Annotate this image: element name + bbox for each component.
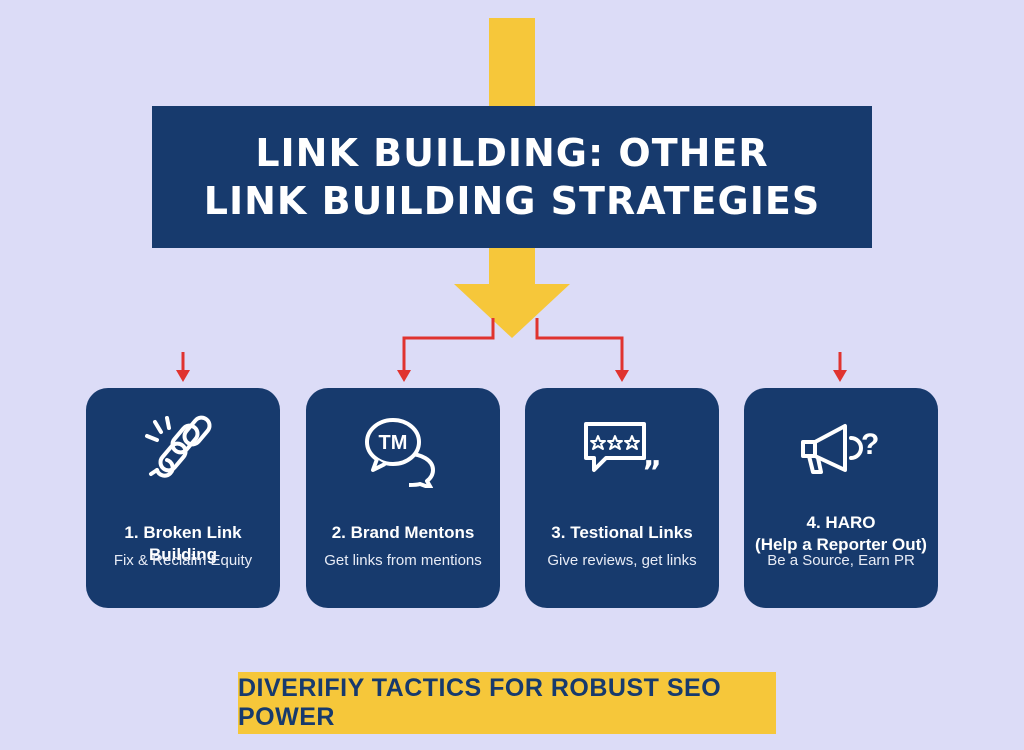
broken-chain-icon bbox=[86, 414, 280, 488]
footer-banner: DIVERIFIY TACTICS FOR ROBUST SEO POWER bbox=[238, 672, 776, 734]
title-line-2: LINK BUILDING STRATEGIES bbox=[203, 179, 821, 223]
arrowhead-card-2 bbox=[397, 370, 411, 382]
yellow-arrow-head bbox=[454, 284, 570, 338]
arrowhead-card-1 bbox=[176, 370, 190, 382]
strategy-card-broken-link-building: 1. Broken Link Building Fix & Reclaim Eq… bbox=[86, 388, 280, 608]
card-title: 1. Broken Link Building bbox=[124, 523, 242, 564]
arrowhead-card-3 bbox=[615, 370, 629, 382]
strategy-card-testimonial-links: ” 3. Testional Links Give reviews, get l… bbox=[525, 388, 719, 608]
card-title-line-2: (Help a Reporter Out) bbox=[755, 535, 927, 554]
tm-speech-bubble-icon: TM bbox=[306, 414, 500, 488]
red-arrowheads bbox=[176, 370, 847, 382]
card-title: 2. Brand Mentons bbox=[331, 523, 475, 542]
title-line-1: LINK BUILDING: OTHER bbox=[255, 131, 769, 175]
svg-text:?: ? bbox=[861, 428, 879, 461]
yellow-arrow-shaft bbox=[489, 246, 535, 286]
title-banner: LINK BUILDING: OTHER LINK BUILDING STRAT… bbox=[152, 106, 872, 248]
svg-text:”: ” bbox=[642, 455, 662, 488]
megaphone-question-icon: ? bbox=[744, 414, 938, 488]
card-subtitle: Be a Source, Earn PR bbox=[767, 552, 915, 569]
card-title-line-1: 4. HARO bbox=[806, 513, 876, 532]
strategy-card-brand-mentions: TM 2. Brand Mentons Get links from menti… bbox=[306, 388, 500, 608]
footer-text: DIVERIFIY TACTICS FOR ROBUST SEO POWER bbox=[238, 674, 722, 731]
red-connector-lines bbox=[181, 318, 842, 372]
card-title: 4. HARO (Help a Reporter Out) bbox=[748, 512, 934, 556]
top-yellow-stem bbox=[489, 18, 535, 108]
svg-text:TM: TM bbox=[379, 432, 408, 454]
star-review-bubble-icon: ” bbox=[525, 414, 719, 488]
arrowhead-card-4 bbox=[833, 370, 847, 382]
card-subtitle: Give reviews, get links bbox=[547, 552, 697, 569]
card-title: 3. Testional Links bbox=[551, 523, 693, 542]
card-subtitle: Get links from mentions bbox=[324, 552, 482, 569]
strategy-card-haro: ? 4. HARO (Help a Reporter Out) Be a Sou… bbox=[744, 388, 938, 608]
card-subtitle: Fix & Reclaim Equity bbox=[113, 552, 253, 569]
